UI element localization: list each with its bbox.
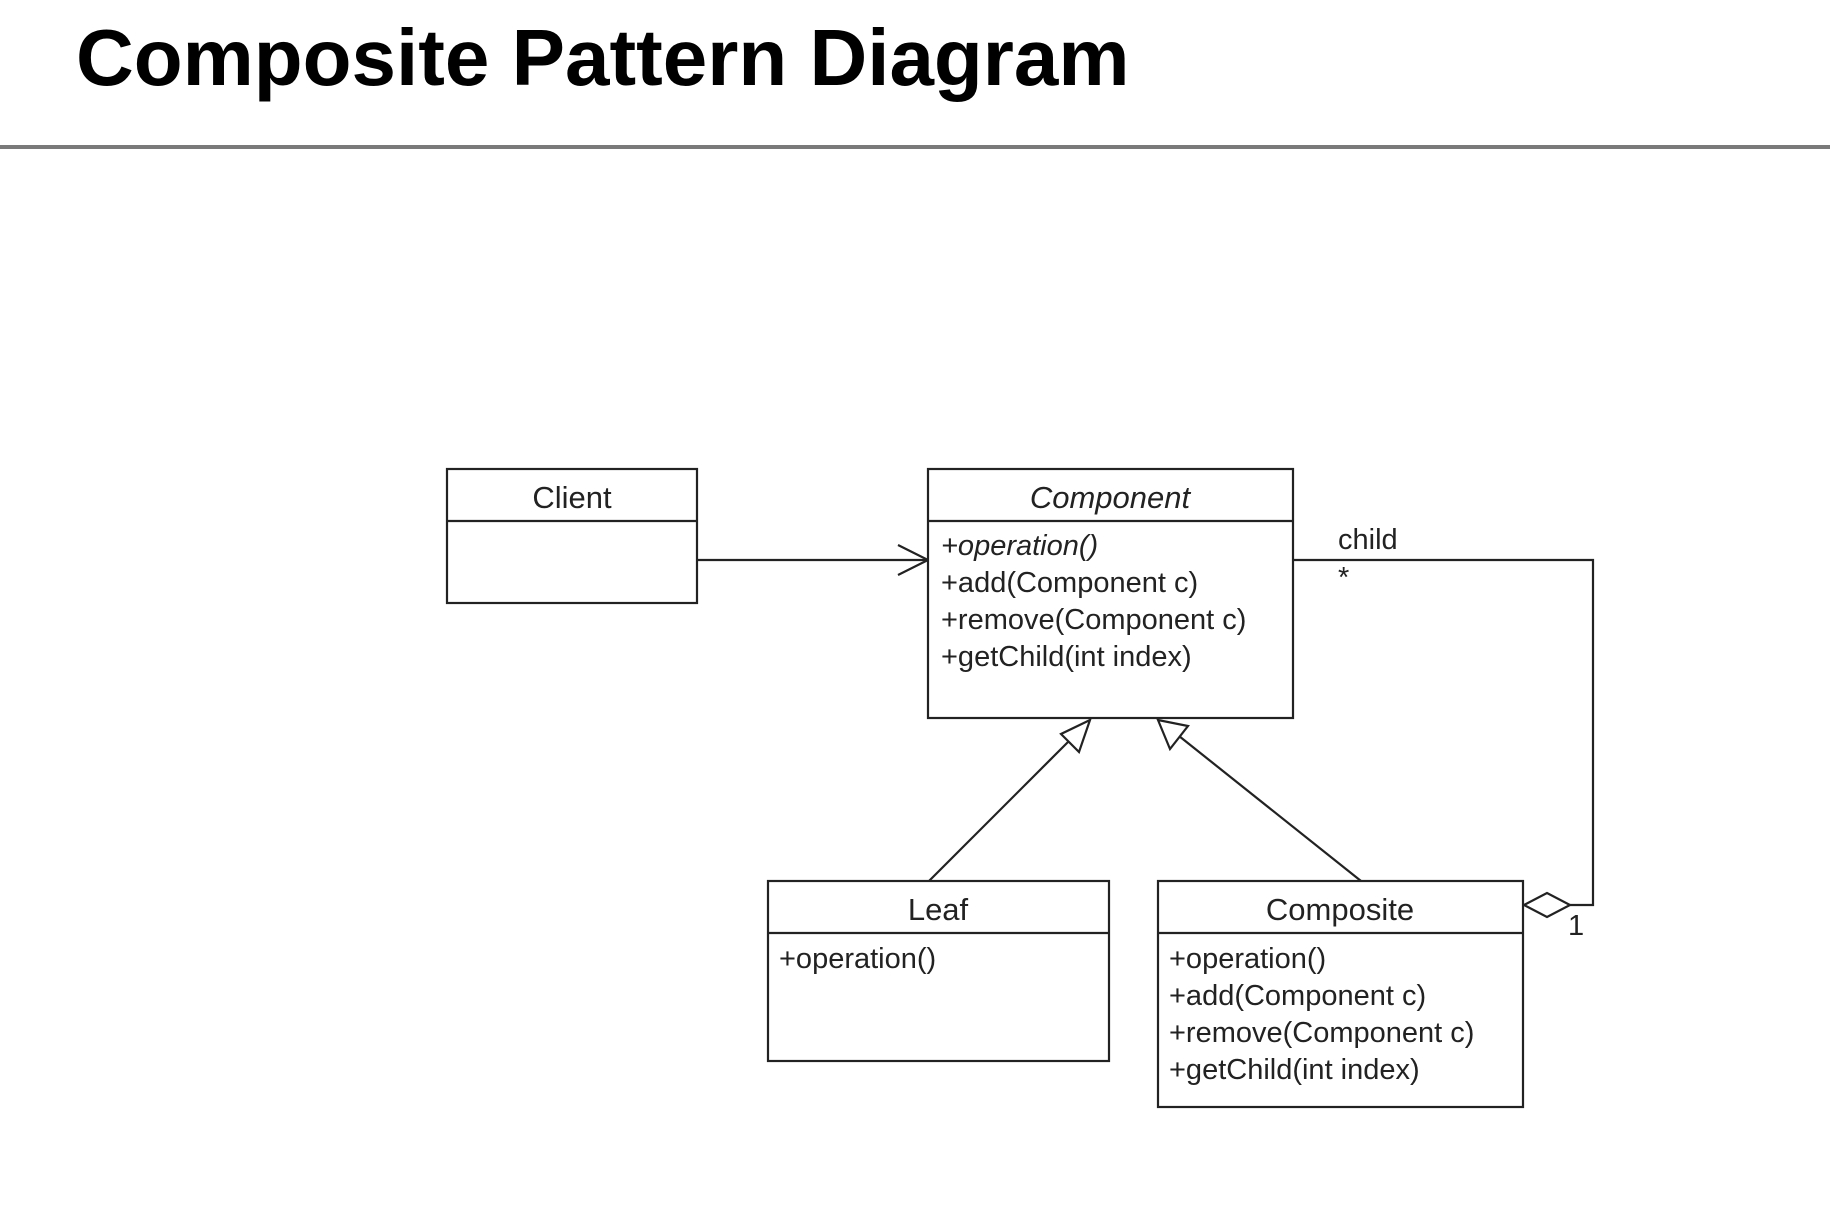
class-name: Composite xyxy=(1266,892,1414,927)
class-composite: Composite +operation() +add(Component c)… xyxy=(1156,879,1525,1109)
class-component: Component +operation() +add(Component c)… xyxy=(926,467,1295,720)
method-add: +add(Component c) xyxy=(941,567,1198,599)
class-name: Client xyxy=(532,480,612,515)
method-get-child: +getChild(int index) xyxy=(941,641,1192,673)
method-get-child: +getChild(int index) xyxy=(1169,1054,1420,1086)
association-client-component xyxy=(697,544,931,576)
title-divider xyxy=(0,145,1830,149)
multiplicity-source-label: 1 xyxy=(1568,910,1584,942)
method-add: +add(Component c) xyxy=(1169,980,1426,1012)
method-remove: +remove(Component c) xyxy=(1169,1017,1474,1049)
generalization-composite-component xyxy=(1156,718,1362,882)
class-leaf: Leaf +operation() xyxy=(766,879,1111,1063)
aggregation-composite-children: child * 1 xyxy=(1293,524,1595,942)
method-remove: +remove(Component c) xyxy=(941,604,1246,636)
method-operation: +operation() xyxy=(1169,943,1326,975)
method-operation: +operation() xyxy=(941,530,1098,562)
class-name: Component xyxy=(1030,480,1192,515)
class-name: Leaf xyxy=(908,892,969,927)
inheritance-triangle-icon xyxy=(1059,717,1092,755)
multiplicity-target-label: * xyxy=(1338,562,1349,594)
inheritance-triangle-icon xyxy=(1156,718,1190,752)
method-operation: +operation() xyxy=(779,943,936,975)
association-role-label: child xyxy=(1338,524,1398,556)
generalization-leaf-component xyxy=(928,717,1092,882)
aggregation-diamond-icon xyxy=(1521,891,1573,919)
class-client: Client xyxy=(445,467,699,605)
page-title: Composite Pattern Diagram xyxy=(76,13,1130,102)
